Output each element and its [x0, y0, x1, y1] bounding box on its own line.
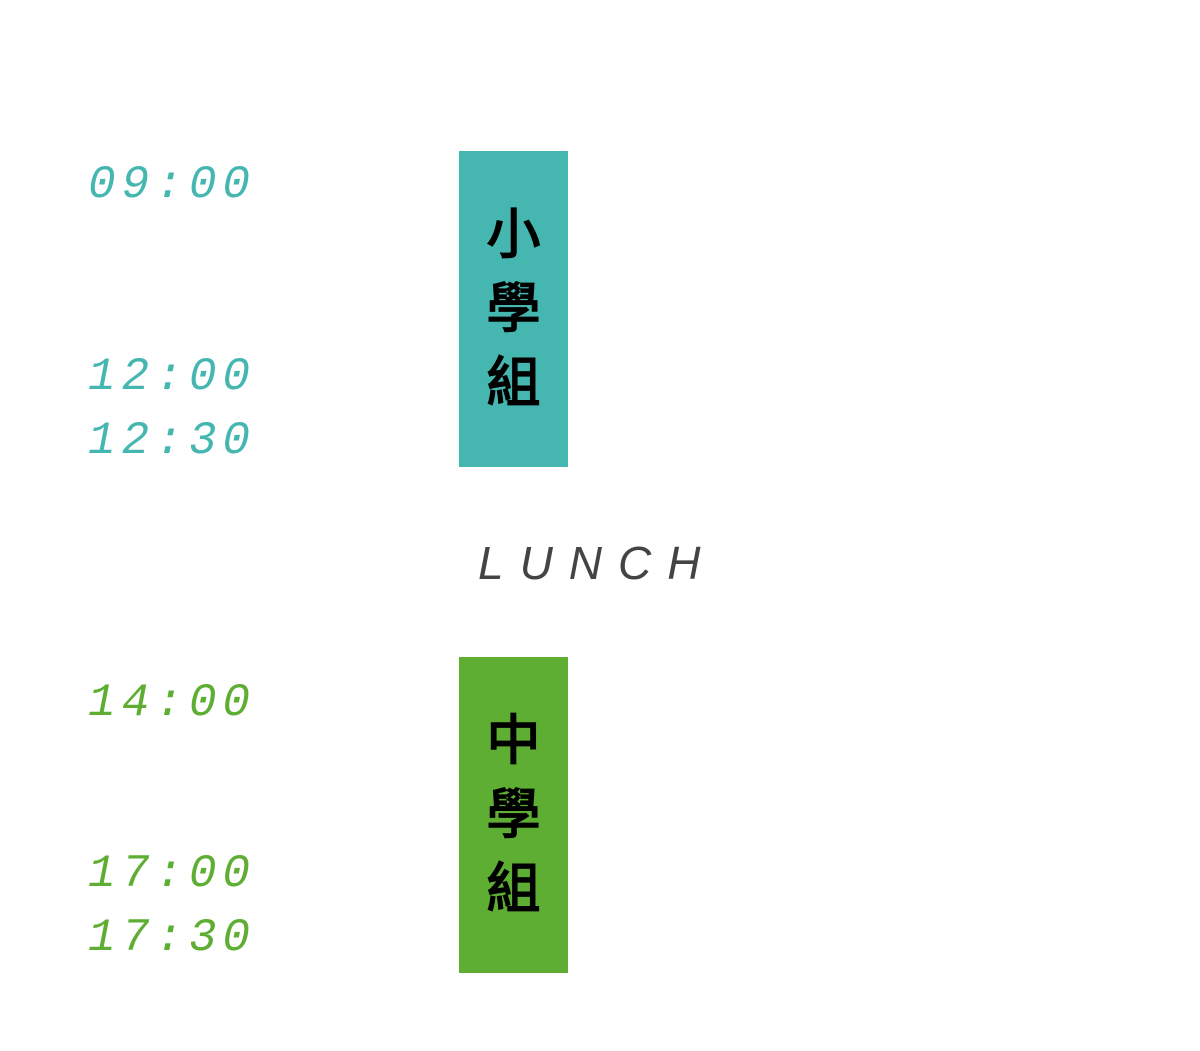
primary-group-block: 小 學 組	[459, 151, 568, 467]
time-end-secondary: 17:00	[88, 848, 257, 900]
primary-group-char-1: 小	[486, 203, 541, 266]
lunch-label: LUNCH	[478, 537, 717, 589]
secondary-group-char-1: 中	[486, 709, 541, 772]
time-start-primary: 09:00	[88, 159, 257, 211]
secondary-group-char-3: 組	[486, 857, 541, 920]
secondary-group-block: 中 學 組	[459, 657, 568, 973]
time-end-primary: 12:00	[88, 351, 257, 403]
primary-group-char-2: 學	[486, 277, 541, 340]
secondary-group-char-2: 學	[486, 783, 541, 846]
time-start-secondary: 14:00	[88, 677, 257, 729]
primary-group-char-3: 組	[486, 351, 541, 414]
time-break-primary: 12:30	[88, 415, 257, 467]
time-break-secondary: 17:30	[88, 912, 257, 964]
